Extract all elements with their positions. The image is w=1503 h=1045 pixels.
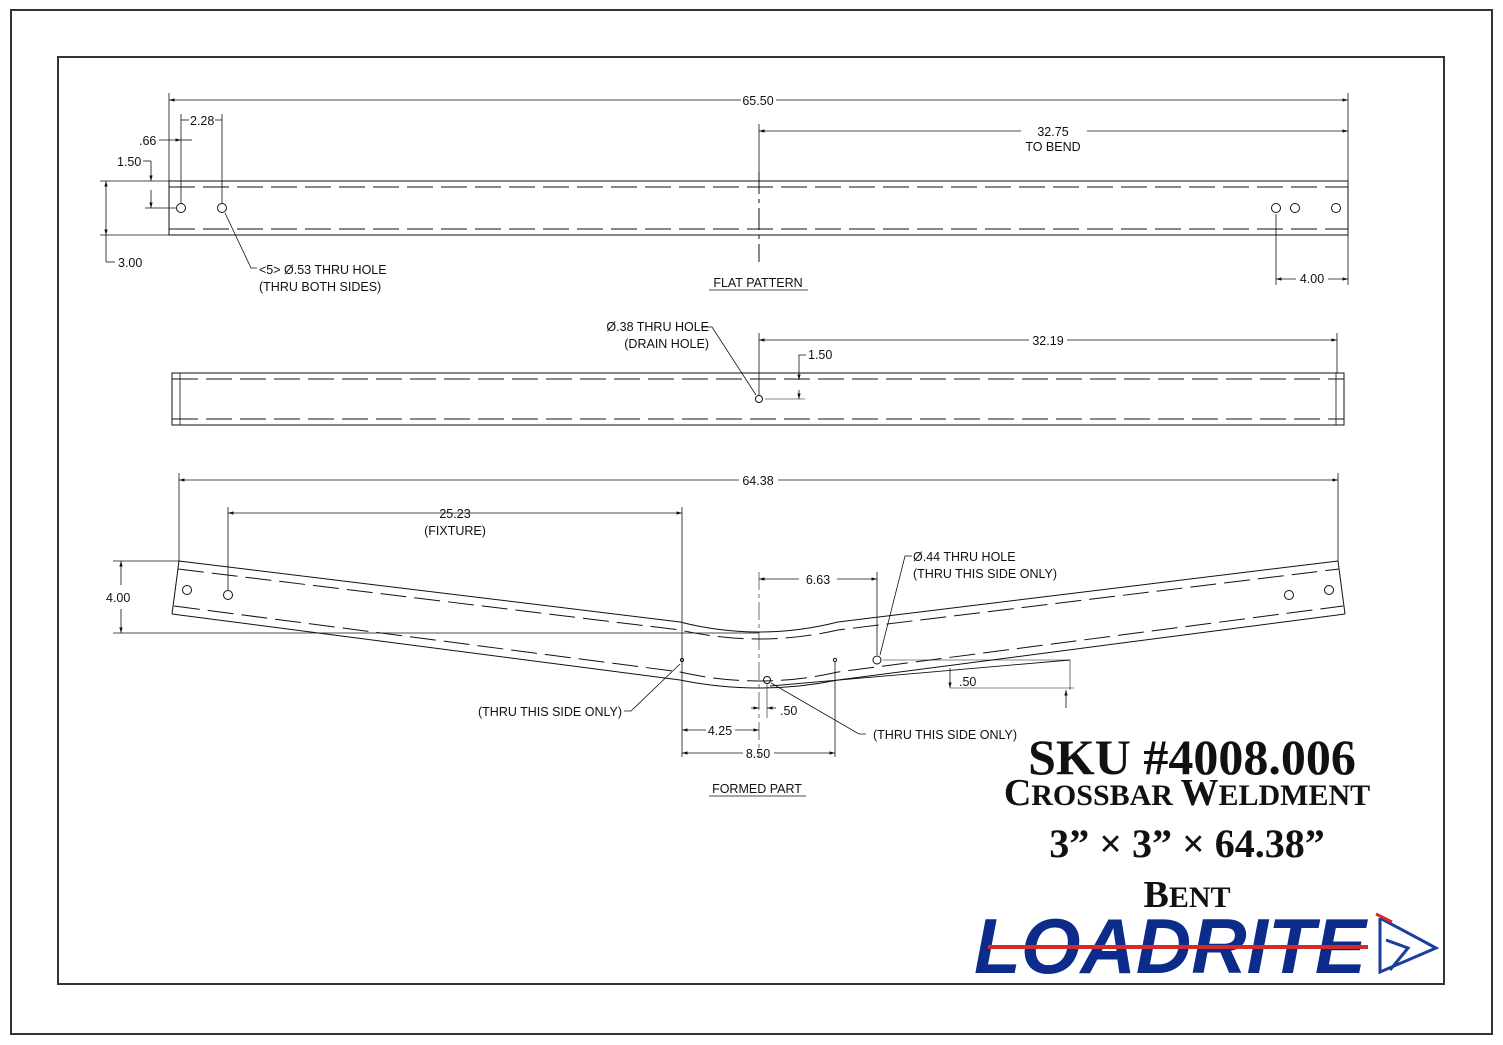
flat-to-bend-value: 32.75 xyxy=(1037,125,1068,139)
part-shape: BENT xyxy=(1143,874,1230,916)
drain-height: 1.50 xyxy=(808,348,832,362)
formed-hidden-line-top xyxy=(177,568,1340,640)
formed-small-hole xyxy=(832,657,838,663)
formed-hole-drop: .50 xyxy=(959,675,976,689)
part-name-cap-1: C xyxy=(1004,772,1031,814)
flat-pattern-view xyxy=(100,93,1349,291)
formed-hole-offset: 6.63 xyxy=(806,573,830,587)
outer-border xyxy=(10,9,1493,1035)
sku-number: SKU #4008.006 xyxy=(1028,729,1356,785)
formed-hole-callout-note: (THRU THIS SIDE ONLY) xyxy=(913,567,1057,581)
part-name-rest-1: ROSSBAR xyxy=(1031,779,1180,812)
side-view xyxy=(171,326,1345,426)
formed-part-view xyxy=(113,473,1346,797)
formed-center-offset: .50 xyxy=(780,704,797,718)
drain-distance: 32.19 xyxy=(1032,334,1063,348)
logo-mark-outline xyxy=(1378,916,1440,975)
side-view-text: Ø.38 THRU HOLE (DRAIN HOLE) 32.19 1.50 xyxy=(606,320,1063,362)
formed-right-note: (THRU THIS SIDE ONLY) xyxy=(873,728,1017,742)
formed-center-hole xyxy=(763,676,771,684)
formed-part-label: FORMED PART xyxy=(712,782,802,796)
logo-mark-inner xyxy=(1385,938,1411,971)
part-size: 3” × 3” × 64.38” xyxy=(1049,821,1325,866)
formed-hole xyxy=(182,585,192,595)
formed-left-note: (THRU THIS SIDE ONLY) xyxy=(478,705,622,719)
title-block: SKU #4008.006 CROSSBAR WELDMENT 3” × 3” … xyxy=(1004,729,1370,916)
formed-rise: 4.00 xyxy=(106,591,130,605)
inner-border xyxy=(57,56,1445,985)
formed-hole xyxy=(1284,590,1294,600)
flat-hole-height: 1.50 xyxy=(117,155,141,169)
part-name-rest-2: ELDMENT xyxy=(1218,779,1370,812)
formed-hole-callout: Ø.44 THRU HOLE xyxy=(913,550,1016,564)
flat-hole xyxy=(176,203,186,213)
loadrite-logo: LOADRITE xyxy=(974,902,1440,990)
flat-first-hole-offset: .66 xyxy=(139,134,156,148)
formed-hole xyxy=(1324,585,1334,595)
flat-hole xyxy=(1290,203,1300,213)
formed-hole xyxy=(223,590,233,600)
formed-full-spacing: 8.50 xyxy=(746,747,770,761)
logo-mark-accent xyxy=(1375,912,1393,924)
formed-side-hole xyxy=(872,655,882,665)
formed-fixture-note: (FIXTURE) xyxy=(424,524,486,538)
flat-hole-callout: <5> Ø.53 THRU HOLE xyxy=(259,263,387,277)
drain-callout: Ø.38 THRU HOLE xyxy=(606,320,709,334)
formed-hidden-line-bottom xyxy=(173,605,1344,682)
flat-hole-callout-note: (THRU BOTH SIDES) xyxy=(259,280,381,294)
flat-hole xyxy=(217,203,227,213)
flat-width: 3.00 xyxy=(118,256,142,270)
formed-bar-top-edge xyxy=(178,560,1339,633)
flat-hole xyxy=(1271,203,1281,213)
flat-second-hole-offset: 2.28 xyxy=(190,114,214,128)
formed-bar-bottom-edge xyxy=(171,613,1346,689)
formed-part-text: 64.38 25.23 (FIXTURE) 4.00 6.63 Ø.44 THR… xyxy=(106,474,1057,796)
flat-pattern-label: FLAT PATTERN xyxy=(713,276,802,290)
part-shape-cap: B xyxy=(1143,874,1168,916)
drain-hole xyxy=(755,395,763,403)
flat-to-bend-note: TO BEND xyxy=(1025,140,1080,154)
part-name-cap-2: W xyxy=(1180,772,1218,814)
logo-stripe xyxy=(988,945,1368,949)
flat-hole xyxy=(1331,203,1341,213)
drain-note: (DRAIN HOLE) xyxy=(624,337,709,351)
flat-overall-length: 65.50 xyxy=(742,94,773,108)
formed-fixture-value: 25.23 xyxy=(439,507,470,521)
part-name: CROSSBAR WELDMENT xyxy=(1004,772,1370,814)
flat-pattern-text: 65.50 32.75 TO BEND .66 2.28 1.50 3.00 <… xyxy=(117,94,1324,294)
logo-arrow-mark xyxy=(1378,916,1440,975)
side-bar-outline xyxy=(171,372,1345,426)
formed-half-spacing: 4.25 xyxy=(708,724,732,738)
part-shape-rest: ENT xyxy=(1169,881,1231,914)
flat-end-spacing: 4.00 xyxy=(1300,272,1324,286)
formed-overall-length: 64.38 xyxy=(742,474,773,488)
